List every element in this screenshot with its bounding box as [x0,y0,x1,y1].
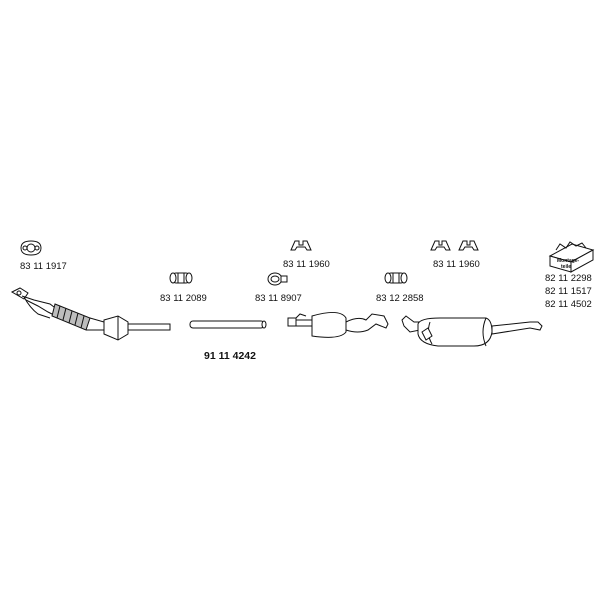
mounting-kit-box-label-line1: Montage- [557,258,580,264]
middle-clamp-part-number: 83 11 8907 [255,293,302,304]
gasket-part-number: 83 11 1917 [20,261,67,272]
rear-silencer-part [401,315,543,347]
rear-hanger-part [430,240,479,251]
mounting-kit-box-label-line2: teile [561,264,571,270]
rear-clamp-part-number: 83 12 2858 [376,293,424,304]
rear-clamp-part [384,272,408,284]
middle-pipe-part-number: 91 11 4242 [204,350,256,362]
middle-silencer-part [287,312,389,338]
front-hanger-part-number: 83 11 1960 [283,259,330,270]
mounting-kit-number-2: 82 11 1517 [545,286,592,297]
front-hanger-part [290,240,312,251]
middle-clamp-part [267,272,288,286]
front-pipe-clamp-part [169,272,193,284]
mounting-kit-number-1: 82 11 2298 [545,273,592,284]
middle-pipe-part [189,320,267,329]
gasket-part [20,240,42,256]
mounting-kit-box: Montage- teile [548,241,595,273]
front-pipe-clamp-part-number: 83 11 2089 [160,293,207,304]
mounting-kit-number-3: 82 11 4502 [545,299,592,310]
front-pipe-catalytic-converter-part [10,287,171,341]
rear-hanger-part-number: 83 11 1960 [433,259,480,270]
